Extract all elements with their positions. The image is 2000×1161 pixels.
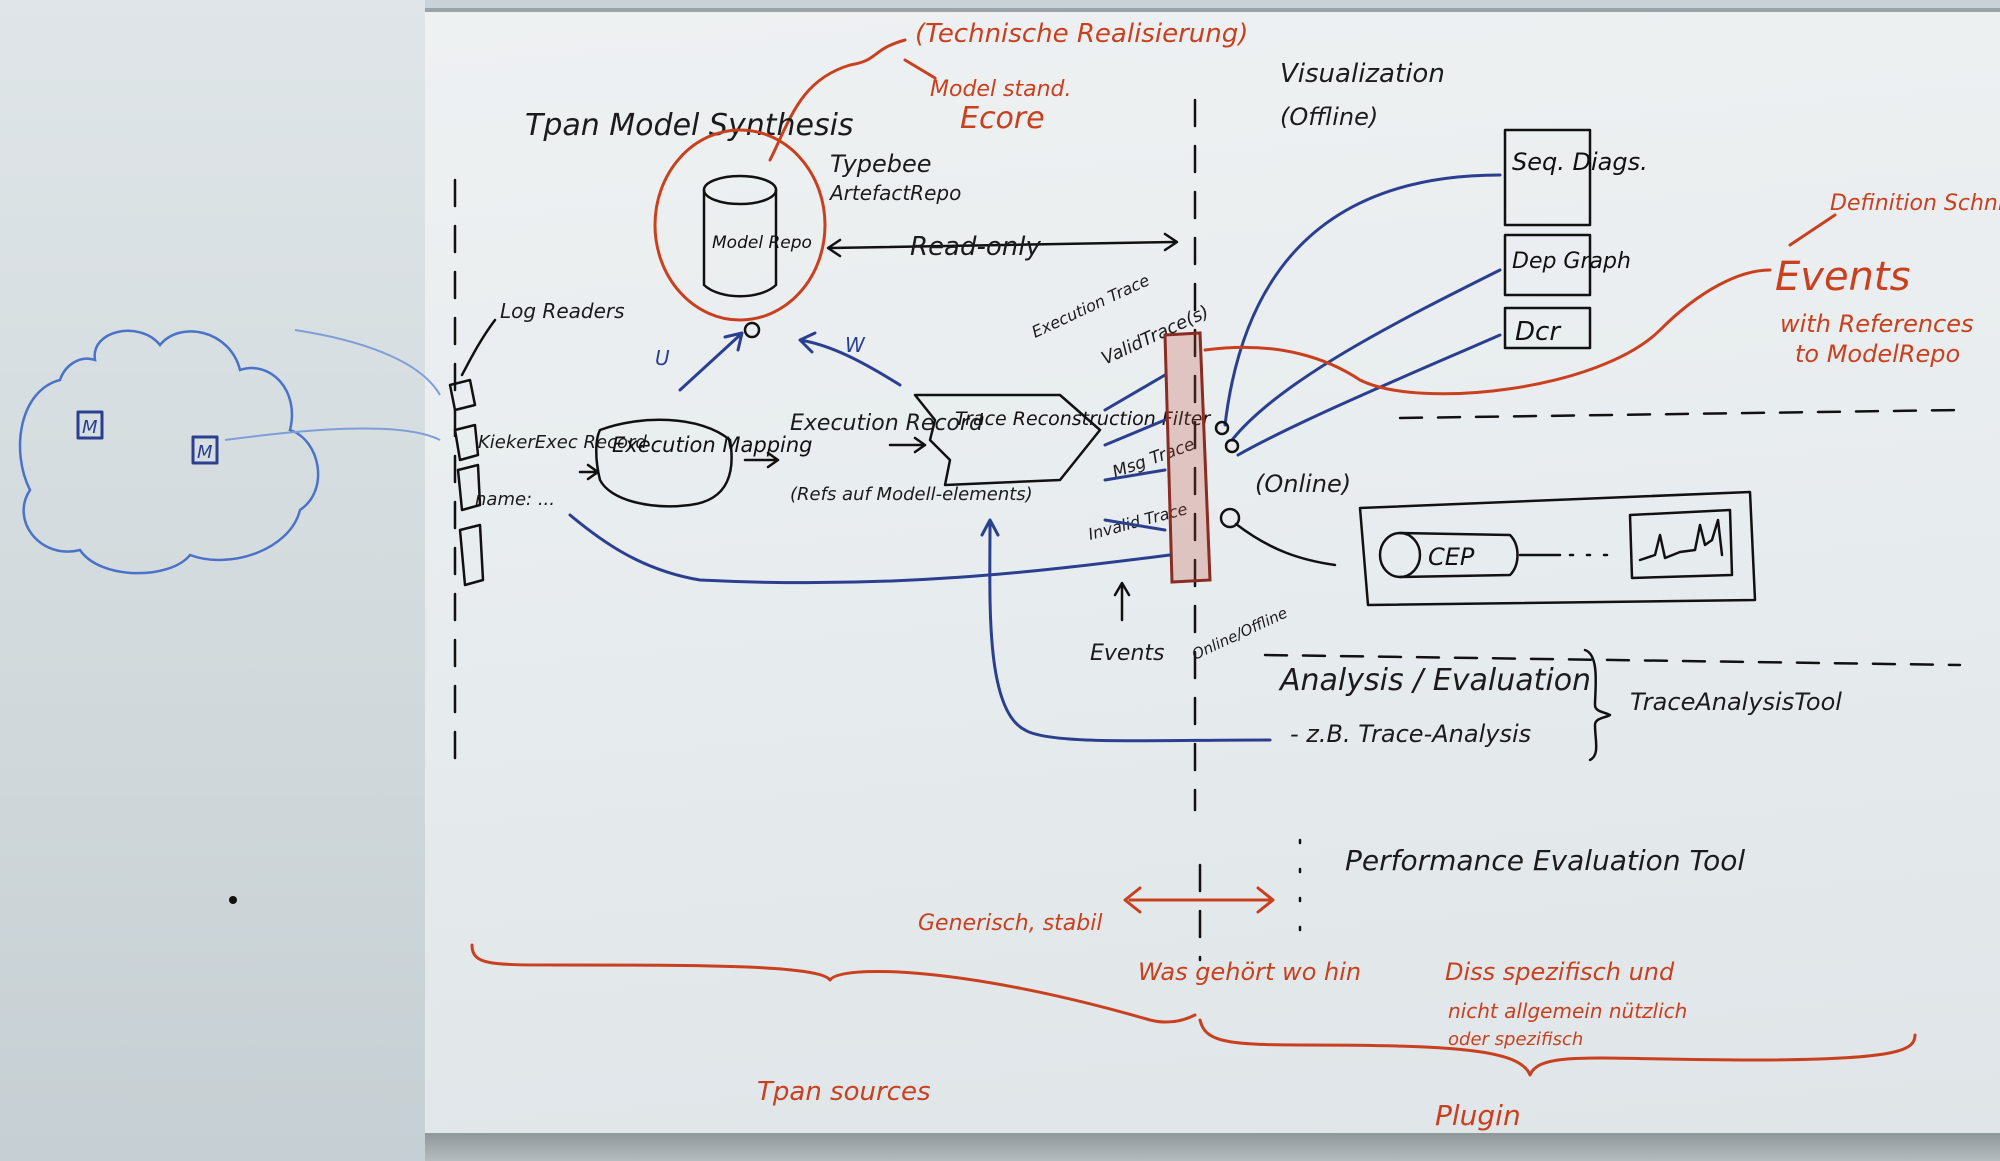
graph-line xyxy=(1638,518,1724,562)
events-red-curve xyxy=(1203,268,1772,396)
analysis-brace xyxy=(1583,648,1612,762)
to-model-label: to ModelRepo xyxy=(1795,340,1960,368)
red-double-arrow xyxy=(1123,886,1275,914)
read-only-arrowheads xyxy=(826,232,1179,258)
cloud-label-1: M xyxy=(82,417,98,438)
model-stand-tick xyxy=(903,58,937,80)
refs-note-label: (Refs auf Modell-elements) xyxy=(790,484,1033,505)
exec-trace-label: Execution Trace xyxy=(1029,270,1153,341)
log-readers-pointer xyxy=(460,318,497,377)
record-to-filter-arrow xyxy=(888,436,927,454)
was-gehoert-label: Was gehört wo hin xyxy=(1138,958,1361,986)
visualization-title: Visualization xyxy=(1280,59,1445,89)
w-label: W xyxy=(845,333,866,357)
offline-label: (Offline) xyxy=(1280,103,1378,131)
with-refs-label: with References xyxy=(1780,310,1974,338)
model-repo-circle xyxy=(653,128,827,322)
perf-tool-label: Performance Evaluation Tool xyxy=(1345,844,1745,877)
repo-cylinder-body xyxy=(702,188,778,298)
marker-dot xyxy=(229,896,237,904)
kieker-record-label: KiekerExec Record xyxy=(478,432,647,453)
dcr-label: Dcr xyxy=(1515,317,1562,347)
log-readers-label: Log Readers xyxy=(500,299,625,323)
pipe-port-1 xyxy=(1214,420,1230,436)
plugin-label: Plugin xyxy=(1435,1099,1521,1132)
mapping-to-record-arrow xyxy=(743,451,780,469)
cep-cylinder-body xyxy=(1398,531,1519,579)
tech-realization-line xyxy=(768,38,907,162)
cloud-label-2: M xyxy=(197,442,213,463)
graph-box xyxy=(1628,508,1734,580)
definition-label: Definition Schnittstelle xyxy=(1830,191,2000,216)
cep-panel xyxy=(1358,490,1757,607)
pipe-port-3 xyxy=(1219,507,1241,529)
trace-filter-label: Trace Reconstruction Filter xyxy=(955,408,1211,430)
tech-realization-label: (Technische Realisierung) xyxy=(915,19,1248,49)
cloud-arrow-2 xyxy=(224,427,441,441)
synthesis-title: Tpan Model Synthesis xyxy=(525,108,854,143)
trace-pipe xyxy=(1163,331,1212,584)
w-arrow xyxy=(798,331,902,387)
generisch-label: Generisch, stabil xyxy=(918,911,1102,936)
read-only-arrow xyxy=(828,240,1177,250)
zb-trace-label: - z.B. Trace-Analysis xyxy=(1290,720,1531,748)
events-big-label: Events xyxy=(1775,254,1910,300)
marker-tray xyxy=(425,1133,2000,1161)
nicht-label: nicht allgemein nützlich xyxy=(1448,999,1687,1023)
cloud-arrow-1 xyxy=(294,329,441,396)
events-up-arrow xyxy=(1113,581,1131,622)
cloud-box-1 xyxy=(76,410,104,440)
trace-output-arrows xyxy=(1103,373,1167,532)
log-reader-blocks xyxy=(448,378,485,587)
viz-line-dcr xyxy=(1236,333,1502,457)
definition-arrow xyxy=(1788,213,1837,247)
right-red-brace xyxy=(1198,1018,1917,1077)
trace-tool-label: TraceAnalysisTool xyxy=(1630,688,1842,716)
online-dashed-line xyxy=(1398,408,1962,420)
model-stand-label: Model stand. xyxy=(930,77,1072,102)
blue-feedback-line-2 xyxy=(980,518,1272,743)
repo-cylinder-top xyxy=(702,174,778,206)
events-label: Events xyxy=(1090,641,1165,666)
exec-record-label: Execution Record xyxy=(790,411,984,436)
exec-mapping-label: Execution Mapping xyxy=(612,433,813,457)
cep-cylinder-end xyxy=(1378,531,1422,579)
dcr-box xyxy=(1503,306,1592,350)
model-repo-label: Model Repo xyxy=(712,233,812,253)
dep-graph-label: Dep Graph xyxy=(1512,249,1631,274)
online-label: (Online) xyxy=(1255,470,1351,498)
blue-feedback-line-1 xyxy=(568,513,1172,585)
whiteboard xyxy=(425,8,2000,1137)
diss-label: Diss spezifisch und xyxy=(1445,958,1675,986)
seq-diags-box xyxy=(1503,128,1592,227)
analysis-label: Analysis / Evaluation xyxy=(1278,663,1591,698)
viz-line-seq xyxy=(1223,173,1502,427)
exec-mapping-shape xyxy=(595,418,733,508)
cloud-box-2 xyxy=(191,435,219,465)
artefact-repo-label: ArtefactRepo xyxy=(828,181,961,205)
tpan-sources-label: Tpan sources xyxy=(757,1077,931,1107)
typebee-label: Typebee xyxy=(830,150,932,178)
dep-graph-box xyxy=(1503,233,1592,297)
seq-diags-label: Seq. Diags. xyxy=(1512,148,1648,176)
wall-background xyxy=(0,0,425,1161)
cloud-shape xyxy=(18,329,320,575)
repo-connector xyxy=(743,321,761,339)
ecore-label: Ecore xyxy=(960,101,1045,136)
kieker-to-mapping-arrow xyxy=(578,463,600,481)
pipe-port-2 xyxy=(1224,438,1240,454)
cep-label: CEP xyxy=(1428,543,1475,571)
read-only-label: Read-only xyxy=(910,232,1041,262)
u-arrow xyxy=(678,331,744,392)
pipe-to-cep-line xyxy=(1234,522,1337,567)
left-red-brace xyxy=(470,943,1197,1024)
analysis-dashed-line xyxy=(1263,653,1962,667)
u-label: U xyxy=(655,346,670,370)
oder-label: oder spezifisch xyxy=(1448,1029,1583,1050)
name-label: name: ... xyxy=(475,489,555,510)
viz-line-dep xyxy=(1230,268,1502,442)
trace-filter-shape xyxy=(913,393,1102,487)
